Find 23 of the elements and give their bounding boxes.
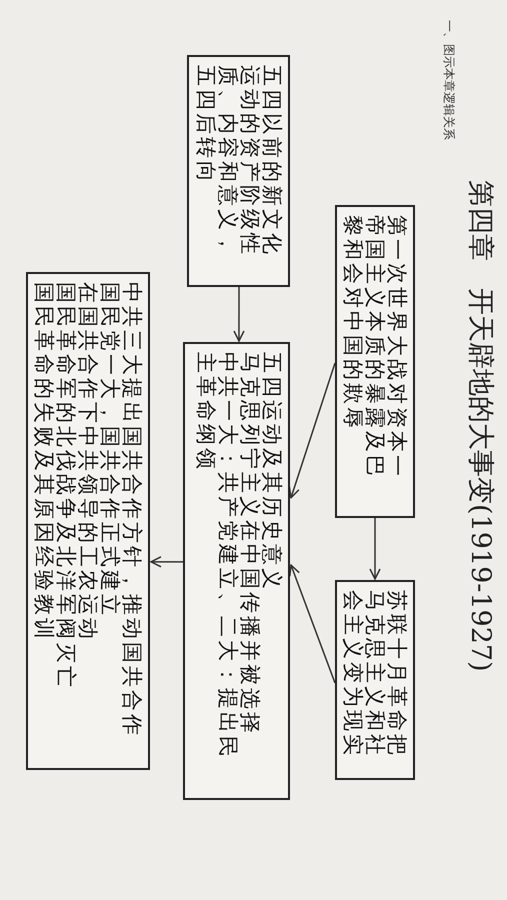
text-box [335,205,415,518]
box-text: 国民党一大，国共合作正式建立 [99,282,121,618]
arrow [233,287,245,342]
subtitle: 一、图示本章逻辑关系 [441,20,457,140]
box-text: 国民革命的失败及其原因经验教训 [33,282,55,644]
arrow [369,518,381,580]
arrow [288,362,336,498]
box-text: 五四以前的新文化运动的资产阶级性质、内容和意义，五四后转向 [195,65,283,259]
text-box [335,580,415,780]
box-text: 中共一大：共产党建立、二大：提出民主革命纲领 [195,352,239,762]
box-text: 中共三大提出国共合作方针，推动国共合作 [121,282,143,740]
title: 第四章 开天辟地的大事变(1919-1927) [464,180,497,672]
text-box [187,55,290,287]
box-text: 在国共合作下中共领导的工农运动 [77,282,99,644]
box-text: 五四运动及其历史意义 [261,352,283,594]
text-box [183,342,290,800]
text-box [26,272,150,770]
arrow [289,564,336,684]
box-text: 国民革命军的北伐战争及北洋军阀灭亡 [55,282,77,692]
box-text: 第一次世界大战对资本一帝国主义本质的暴露及巴黎和会对中国的欺辱 [342,215,408,481]
box-text: 苏联十月革命把马克思主义和社会主义变为现实 [342,590,408,760]
arrow [150,556,183,568]
box-text: 马克思列宁主义在中国传播并被选择 [239,352,261,738]
